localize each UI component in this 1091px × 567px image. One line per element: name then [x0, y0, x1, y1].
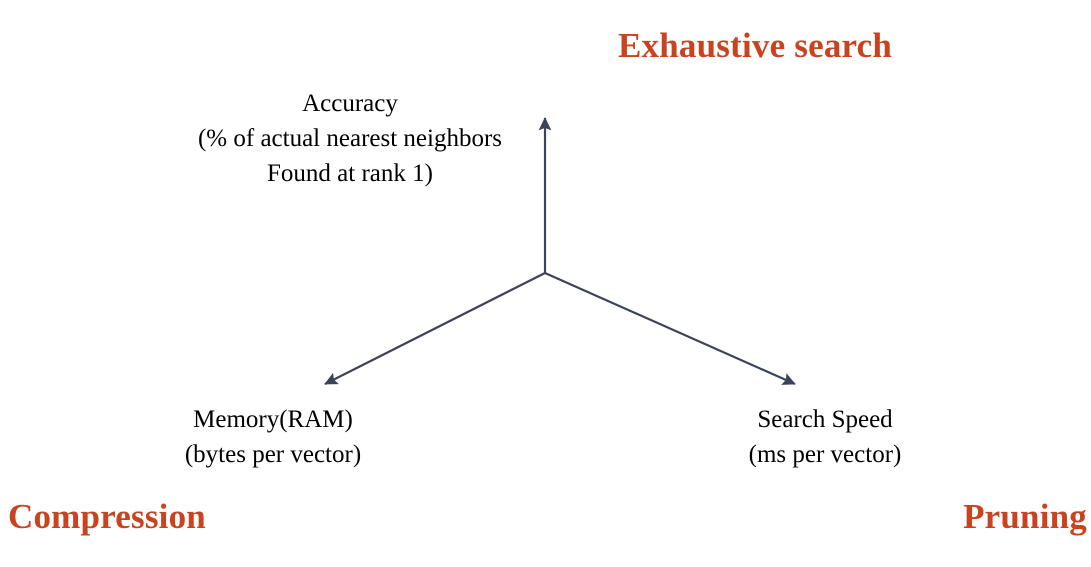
memory-detail-line-1: (bytes per vector) [184, 441, 362, 468]
memory-arrow [324, 272, 546, 385]
strategy-label-compression: Compression [8, 497, 206, 536]
strategy-label-exhaustive-search: Exhaustive search [618, 26, 893, 65]
search-speed-arrow [544, 271, 796, 386]
search-speed-axis-label: Search Speed (ms per vector) [700, 402, 950, 472]
accuracy-axis-label: Accuracy (% of actual nearest neighbors … [150, 86, 550, 191]
accuracy-detail-line-2: Found at rank 1) [267, 160, 433, 187]
search-speed-title: Search Speed [757, 406, 893, 433]
strategy-label-pruning: Pruning [963, 497, 1087, 536]
accuracy-detail-line-1: (% of actual nearest neighbors [197, 125, 503, 152]
memory-axis-label: Memory(RAM) (bytes per vector) [148, 402, 398, 472]
search-speed-detail-line-1: (ms per vector) [748, 441, 902, 468]
memory-title: Memory(RAM) [193, 406, 353, 433]
accuracy-title: Accuracy [302, 90, 398, 117]
